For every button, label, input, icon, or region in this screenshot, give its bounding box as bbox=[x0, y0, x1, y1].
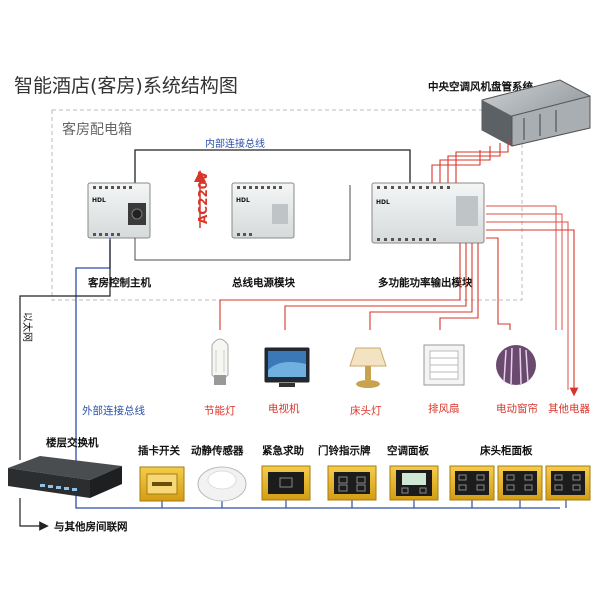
floor-switch-icon bbox=[8, 456, 122, 498]
ac-label: AC220V bbox=[196, 171, 210, 224]
diagram-title: 智能酒店(客房)系统结构图 bbox=[14, 75, 238, 97]
panel-label-emergency: 紧急求助 bbox=[262, 444, 304, 457]
distribution-cabinet-frame bbox=[51, 109, 523, 301]
external-bus-label: 外部连接总线 bbox=[82, 404, 145, 417]
doorbell-indicator-panel bbox=[327, 465, 377, 501]
module-label-room-host: 客房控制主机 bbox=[87, 276, 151, 289]
panel-label-motion-sensor: 动静传感器 bbox=[191, 444, 244, 457]
ethernet-label: 以太网 bbox=[21, 312, 34, 342]
internal-bus-line bbox=[134, 149, 411, 185]
module-brand: HDL bbox=[376, 199, 390, 206]
cabinet-label: 客房配电箱 bbox=[62, 121, 132, 138]
module-label-power-output: 多功能功率输出模块 bbox=[378, 276, 473, 289]
emergency-call-panel bbox=[261, 465, 311, 501]
load-label-energy-lamp: 节能灯 bbox=[204, 404, 236, 417]
panel-label-card-switch: 插卡开关 bbox=[138, 444, 180, 457]
load-wires bbox=[219, 229, 579, 397]
power-output-module: HDL bbox=[371, 182, 485, 244]
load-label-exhaust-fan: 排风扇 bbox=[428, 402, 460, 415]
hvac-label: 中央空调风机盘管系统 bbox=[428, 80, 533, 93]
television-icon bbox=[264, 347, 310, 387]
panel-label-bedside: 床头柜面板 bbox=[480, 444, 533, 457]
hvac-wires bbox=[431, 140, 509, 183]
module-brand: HDL bbox=[92, 197, 106, 204]
module-label-bus-power: 总线电源模块 bbox=[232, 276, 295, 289]
energy-saving-lamp-icon bbox=[211, 338, 229, 385]
card-switch-panel bbox=[139, 466, 185, 502]
fan-coil-unit-icon bbox=[481, 79, 591, 147]
motion-sensor-icon bbox=[197, 466, 247, 502]
load-label-tv: 电视机 bbox=[268, 402, 300, 415]
network-arrow bbox=[19, 498, 49, 531]
panel-label-ac-panel: 空调面板 bbox=[387, 444, 429, 457]
load-label-bedside-lamp: 床头灯 bbox=[350, 404, 382, 417]
exhaust-fan-icon bbox=[423, 344, 465, 386]
panel-label-doorbell: 门铃指示牌 bbox=[318, 444, 371, 457]
electric-curtain-icon bbox=[496, 345, 536, 385]
module-brand: HDL bbox=[236, 197, 250, 204]
bus-power-supply-module: HDL bbox=[231, 182, 295, 239]
internal-bus-label: 内部连接总线 bbox=[205, 137, 265, 150]
ac-control-panel bbox=[389, 465, 439, 501]
room-control-host-module: HDL bbox=[87, 182, 151, 239]
switch-label: 楼层交换机 bbox=[46, 436, 99, 449]
bedside-lamp-icon bbox=[349, 347, 387, 388]
load-label-curtain: 电动窗帘 bbox=[496, 402, 538, 415]
bedside-cabinet-panels bbox=[449, 465, 591, 501]
load-label-other: 其他电器 bbox=[548, 402, 590, 415]
network-label: 与其他房间联网 bbox=[54, 520, 128, 533]
